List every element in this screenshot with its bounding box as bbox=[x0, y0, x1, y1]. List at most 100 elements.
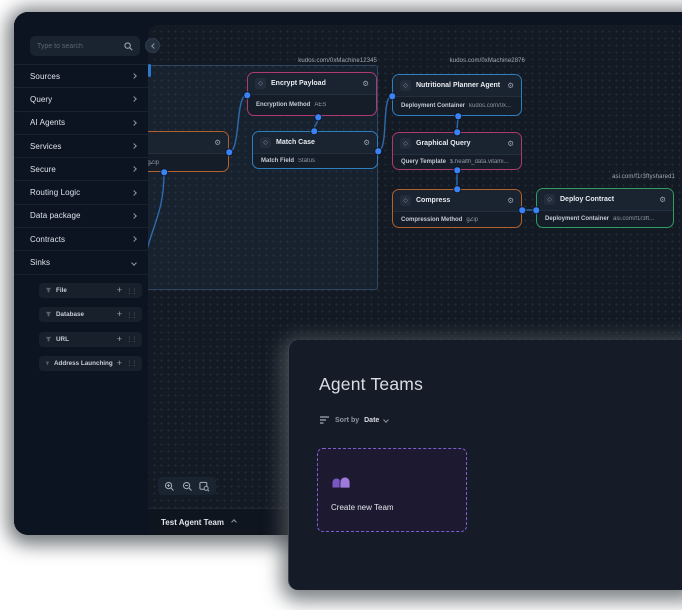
gear-icon[interactable]: ⚙ bbox=[659, 194, 666, 204]
plus-icon[interactable]: + bbox=[116, 357, 122, 368]
zoom-out-icon bbox=[182, 481, 192, 491]
sidebar-item-label: Contracts bbox=[30, 234, 66, 244]
port-match-right[interactable] bbox=[375, 148, 381, 154]
canvas-accent-bar bbox=[148, 64, 151, 77]
port-match-top[interactable] bbox=[311, 128, 317, 134]
sidebar-item-ai-agents[interactable]: AI Agents bbox=[14, 112, 148, 135]
sidebar-item-data-package[interactable]: Data package bbox=[14, 205, 148, 229]
sidebar-menu: Sources Query AI Agents Services Secure … bbox=[14, 64, 148, 275]
port-encrypt-bottom[interactable] bbox=[315, 114, 321, 120]
node-graphical-query[interactable]: ◇Graphical Query⚙ Query Template$.health… bbox=[392, 132, 522, 170]
sidebar-item-services[interactable]: Services bbox=[14, 135, 148, 159]
sink-icon bbox=[45, 336, 52, 342]
plus-icon[interactable]: + bbox=[116, 333, 122, 344]
plus-icon[interactable]: + bbox=[116, 285, 122, 295]
agent-teams-panel: Agent Teams Sort by Date Create new Team bbox=[288, 340, 682, 590]
sidebar-item-secure[interactable]: Secure bbox=[14, 158, 148, 182]
port-nutritional-left[interactable] bbox=[389, 93, 395, 99]
param-value: Status bbox=[298, 158, 316, 164]
sink-item-address-launching[interactable]: Address Launching + ⋮⋮ bbox=[39, 355, 142, 371]
sinks-sub-list: File + ⋮⋮ Database + ⋮⋮ URL + ⋮⋮ Address… bbox=[39, 283, 142, 380]
chevron-right-icon bbox=[131, 213, 137, 219]
port-compress-top[interactable] bbox=[454, 186, 460, 192]
sink-item-database[interactable]: Database + ⋮⋮ bbox=[39, 307, 142, 323]
sidebar-item-contracts[interactable]: Contracts bbox=[14, 228, 148, 252]
gear-icon[interactable]: ⚙ bbox=[363, 137, 370, 147]
chevron-right-icon bbox=[131, 166, 137, 173]
drag-handle-icon[interactable]: ⋮⋮ bbox=[126, 311, 138, 319]
port-nutritional-bottom[interactable] bbox=[455, 113, 461, 119]
drag-handle-icon[interactable]: ⋮⋮ bbox=[126, 360, 138, 368]
gear-icon[interactable]: ⚙ bbox=[507, 195, 514, 205]
chevron-down-icon bbox=[383, 417, 390, 423]
node-title: Deploy Contract bbox=[560, 196, 615, 203]
sidebar-item-routing-logic[interactable]: Routing Logic bbox=[14, 181, 148, 205]
node-type-icon: ◇ bbox=[544, 194, 555, 205]
sidebar-item-label: Sinks bbox=[30, 258, 51, 268]
sidebar-collapse-button[interactable] bbox=[145, 38, 160, 53]
sink-item-url[interactable]: URL + ⋮⋮ bbox=[39, 331, 142, 347]
search-box[interactable] bbox=[30, 36, 140, 56]
edge-compress-to-encrypt[interactable] bbox=[228, 94, 248, 153]
gear-icon[interactable]: ⚙ bbox=[507, 138, 514, 148]
node-title: Compress bbox=[416, 197, 451, 204]
sort-by-control[interactable]: Sort by Date bbox=[320, 416, 390, 424]
node-type-icon: ◇ bbox=[400, 195, 411, 206]
port-compress-partial-right[interactable] bbox=[226, 149, 232, 155]
sidebar-item-query[interactable]: Query bbox=[14, 88, 148, 112]
node-address-label: kudos.com/0xMachine2876 bbox=[449, 58, 525, 64]
node-nutritional-planner-agent[interactable]: ◇Nutritional Planner Agent⚙ Deployment C… bbox=[392, 74, 522, 116]
port-deploy-left[interactable] bbox=[533, 207, 539, 213]
plus-icon[interactable]: + bbox=[116, 309, 122, 320]
canvas-zoom-toolbar bbox=[158, 477, 216, 495]
sidebar-item-label: Data package bbox=[30, 211, 81, 221]
gear-icon[interactable]: ⚙ bbox=[362, 78, 369, 88]
zoom-out-button[interactable] bbox=[182, 481, 193, 492]
param-label: Query Template bbox=[401, 159, 446, 165]
node-type-icon: ◇ bbox=[260, 137, 271, 148]
sink-icon bbox=[45, 287, 52, 293]
node-address-label: kudos.com/0xMachine12345 bbox=[298, 58, 377, 64]
gear-icon[interactable]: ⚙ bbox=[214, 137, 221, 147]
create-team-card[interactable]: Create new Team bbox=[317, 448, 467, 532]
sink-item-label: File bbox=[56, 287, 67, 294]
port-graphical-bottom[interactable] bbox=[454, 167, 460, 173]
fit-view-button[interactable] bbox=[199, 481, 210, 492]
sidebar-item-sinks[interactable]: Sinks bbox=[14, 251, 148, 275]
sidebar-item-label: Routing Logic bbox=[30, 188, 81, 198]
drag-handle-icon[interactable]: ⋮⋮ bbox=[126, 336, 138, 344]
gear-icon[interactable]: ⚙ bbox=[507, 80, 514, 90]
sink-item-file[interactable]: File + ⋮⋮ bbox=[39, 283, 142, 298]
chevron-right-icon bbox=[131, 143, 137, 149]
edge-match-to-nutritional[interactable] bbox=[377, 95, 393, 152]
create-team-label: Create new Team bbox=[331, 503, 394, 512]
param-value: AES bbox=[314, 102, 327, 108]
port-compress-partial-bottom[interactable] bbox=[161, 169, 167, 175]
test-agent-team-label: Test Agent Team bbox=[161, 517, 224, 527]
sink-item-label: Address Launching bbox=[53, 359, 113, 367]
node-type-icon: ◇ bbox=[400, 80, 411, 91]
zoom-in-icon bbox=[165, 481, 175, 491]
node-title: Graphical Query bbox=[416, 140, 471, 147]
zoom-in-button[interactable] bbox=[164, 481, 175, 492]
drag-handle-icon[interactable]: ⋮⋮ bbox=[126, 287, 138, 295]
fit-view-icon bbox=[199, 481, 210, 492]
edge-compress-out[interactable] bbox=[148, 171, 165, 273]
param-value: kudos.com/0x... bbox=[469, 103, 512, 109]
port-compress-right[interactable] bbox=[519, 207, 525, 213]
param-label: Encryption Method bbox=[256, 102, 311, 108]
sidebar-item-sources[interactable]: Sources bbox=[14, 65, 148, 89]
search-input[interactable] bbox=[37, 42, 120, 50]
param-label: Match Field bbox=[261, 158, 295, 164]
port-encrypt-left[interactable] bbox=[244, 92, 250, 98]
port-graphical-top[interactable] bbox=[454, 129, 460, 135]
node-type-icon: ◇ bbox=[255, 78, 266, 89]
param-value: gZip bbox=[148, 159, 160, 166]
sidebar: Sources Query AI Agents Services Secure … bbox=[14, 12, 148, 535]
sidebar-item-label: Query bbox=[30, 94, 53, 104]
